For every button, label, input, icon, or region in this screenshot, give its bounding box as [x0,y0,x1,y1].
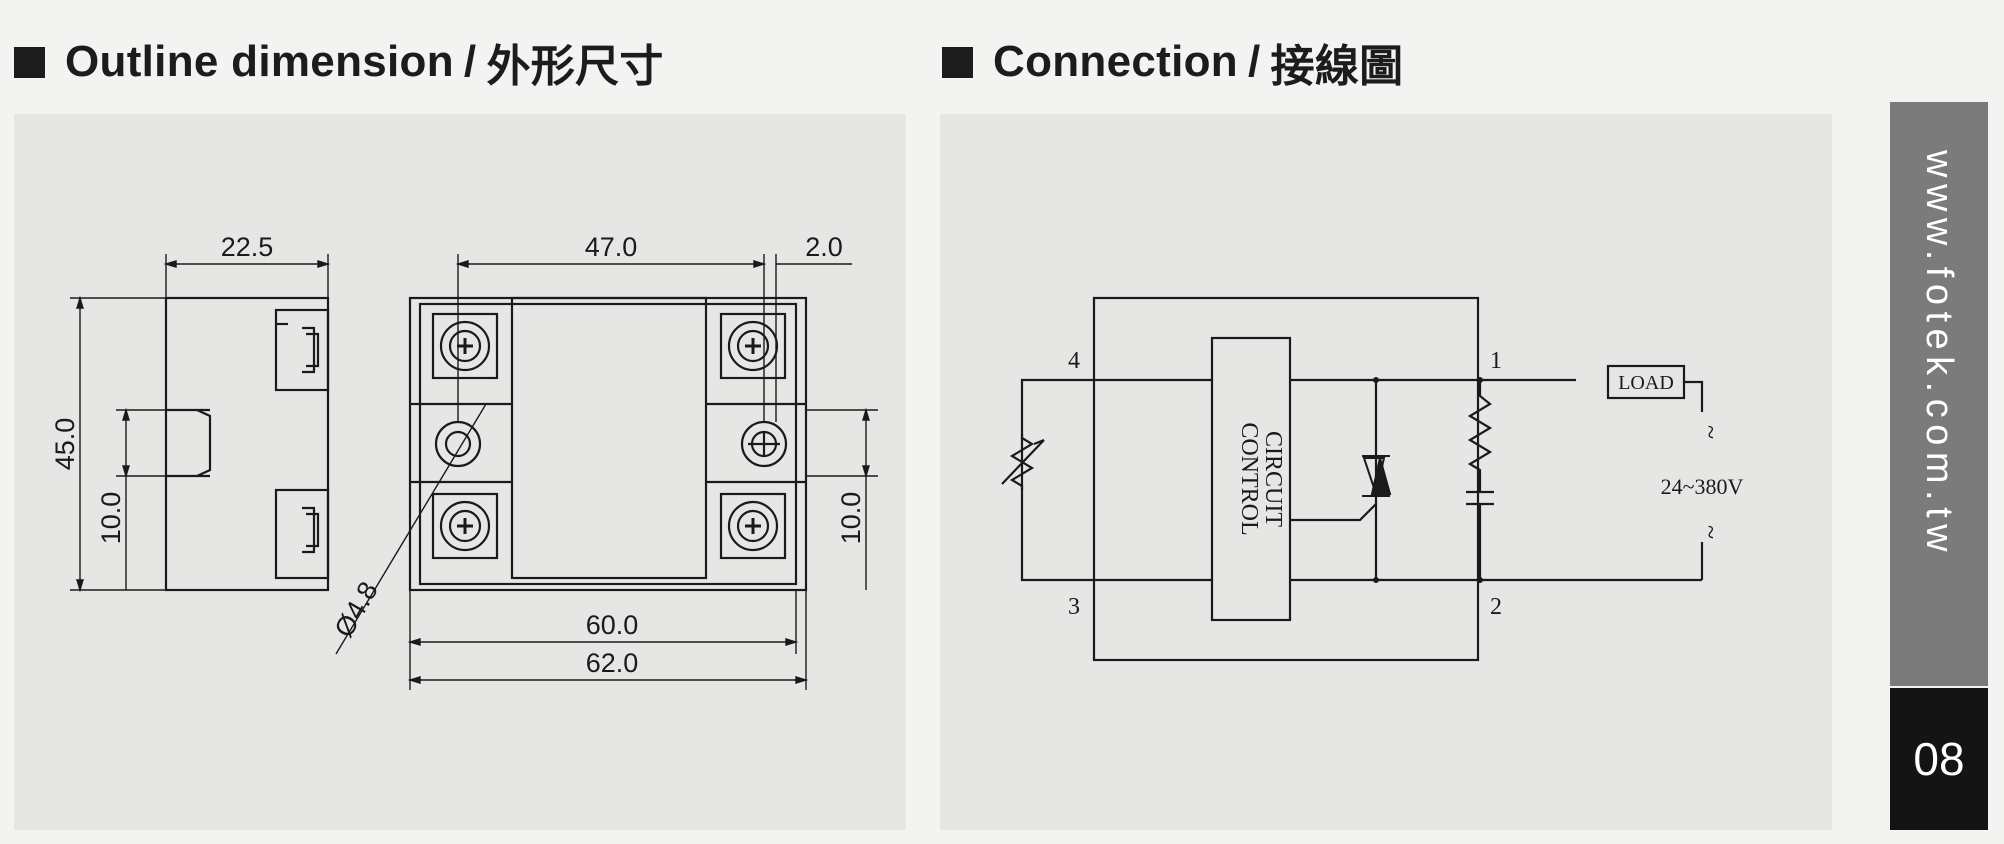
dim-side-width: 22.5 [221,232,274,262]
mounting-hole-right [740,420,788,468]
terminal-1-label: 1 [1490,348,1502,374]
cover-plate [510,296,708,580]
connection-heading: Connection / 接線圖 [942,34,1403,91]
relay-housing [1092,296,1480,662]
outline-title-zh: 外形尺寸 [486,42,664,91]
connection-title-separator: / [1247,37,1261,86]
triac-icon [1362,455,1392,498]
connection-title-en: Connection [993,37,1238,86]
side-view-body [164,296,330,592]
control-label-line2: CIRCUIT [1260,431,1286,527]
control-circuit-box [1210,336,1292,622]
screw-terminal-bottom-left [431,492,499,560]
heading-square-icon [14,46,45,78]
screw-terminal-top-left [431,312,499,380]
dim-inner-width: 60.0 [586,610,639,640]
outline-dimension-heading: Outline dimension / 外形尺寸 [14,34,664,91]
mounting-hole-left [434,420,482,468]
dim-hole-diameter: Ø4.8 [329,577,384,643]
dim-left-slot: 10.0 [96,492,126,545]
dim-height: 45.0 [50,418,80,471]
dim-right-slot: 10.0 [836,492,866,545]
website-sidebar: www.fotek.com.tw [1890,102,1988,686]
outline-dimension-panel: 22.5 47.0 2.0 45.0 10.0 10.0 Ø4.8 60.0 6… [14,114,906,830]
ac-symbol-bottom-icon: ~ [1696,525,1725,539]
dim-terminal-spacing: 47.0 [585,232,638,262]
outline-title-separator: / [463,37,477,86]
load-label: LOAD [1618,372,1674,394]
page-edge [1988,0,2004,844]
ac-symbol-top-icon: ~ [1696,425,1725,439]
screw-terminal-top-right [719,312,787,380]
outline-title-en: Outline dimension [65,37,454,86]
screw-terminal-bottom-right [719,492,787,560]
varistor-icon [1001,434,1045,490]
heading-square-icon [942,46,973,78]
dim-terminal-offset: 2.0 [805,232,843,262]
side-terminal-bottom [274,488,330,580]
website-url: www.fotek.com.tw [1918,150,1960,559]
connection-diagram: 4 3 1 2 CONTROL CIRCUIT LOAD 24~380V ~ ~ [1001,296,1744,662]
control-label-line1: CONTROL [1236,422,1262,535]
terminal-2-label: 2 [1490,594,1502,620]
dim-overall-width: 62.0 [586,648,639,678]
terminal-3-label: 3 [1068,594,1080,620]
voltage-label: 24~380V [1661,474,1744,499]
outline-drawing: 22.5 47.0 2.0 45.0 10.0 10.0 Ø4.8 60.0 6… [50,232,878,690]
terminal-4-label: 4 [1068,348,1080,374]
page-number: 08 [1890,688,1988,830]
connection-title-zh: 接線圖 [1270,42,1404,91]
side-terminal-top [274,308,330,392]
connection-panel: 4 3 1 2 CONTROL CIRCUIT LOAD 24~380V ~ ~ [940,114,1832,830]
